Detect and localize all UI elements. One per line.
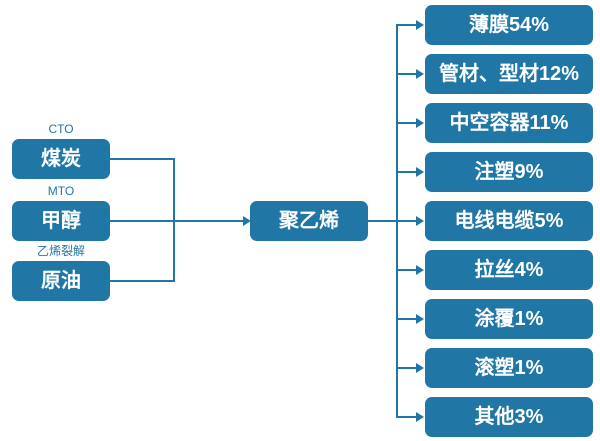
process-label-mto: MTO — [47, 184, 75, 198]
process-label-cto: CTO — [48, 122, 74, 136]
application-node-label: 管材、型材12% — [438, 63, 580, 85]
application-node-label: 拉丝4% — [474, 259, 544, 281]
source-node-label: 甲醇 — [41, 210, 81, 232]
application-node-others: 其他3% — [425, 397, 593, 437]
arrow-right-icon — [416, 216, 424, 226]
application-node-injection-molding: 注塑9% — [425, 152, 593, 192]
product-node-polyethylene: 聚乙烯 — [250, 201, 368, 241]
arrow-right-icon — [416, 167, 424, 177]
source-node-label: 煤炭 — [41, 148, 81, 170]
application-node-label: 薄膜54% — [468, 14, 550, 36]
application-node-label: 电线电缆5% — [454, 210, 564, 232]
arrow-right-icon — [416, 20, 424, 30]
application-node-pipes-profiles: 管材、型材12% — [425, 54, 593, 94]
arrow-right-icon — [416, 69, 424, 79]
source-node-coal: 煤炭 — [12, 139, 110, 179]
application-node-label: 涂覆1% — [474, 308, 544, 330]
process-label-ethylene-cracking: 乙烯裂解 — [36, 244, 85, 258]
application-node-wire-cable: 电线电缆5% — [425, 201, 593, 241]
arrow-right-icon — [416, 265, 424, 275]
application-node-hollow-containers: 中空容器11% — [425, 103, 593, 143]
arrow-right-icon — [416, 118, 424, 128]
source-node-crude-oil: 原油 — [12, 261, 110, 301]
application-node-film: 薄膜54% — [425, 5, 593, 45]
arrow-right-icon — [416, 412, 424, 422]
application-node-label: 其他3% — [474, 406, 544, 428]
application-node-label: 滚塑1% — [474, 357, 544, 379]
application-node-label: 中空容器11% — [449, 112, 569, 134]
application-node-label: 注塑9% — [474, 161, 544, 183]
application-node-drawing: 拉丝4% — [425, 250, 593, 290]
arrow-right-icon — [416, 363, 424, 373]
product-node-label: 聚乙烯 — [279, 210, 339, 232]
source-node-methanol: 甲醇 — [12, 201, 110, 241]
source-node-label: 原油 — [41, 270, 81, 292]
arrow-right-icon — [416, 314, 424, 324]
application-node-coating: 涂覆1% — [425, 299, 593, 339]
application-node-rotational-molding: 滚塑1% — [425, 348, 593, 388]
